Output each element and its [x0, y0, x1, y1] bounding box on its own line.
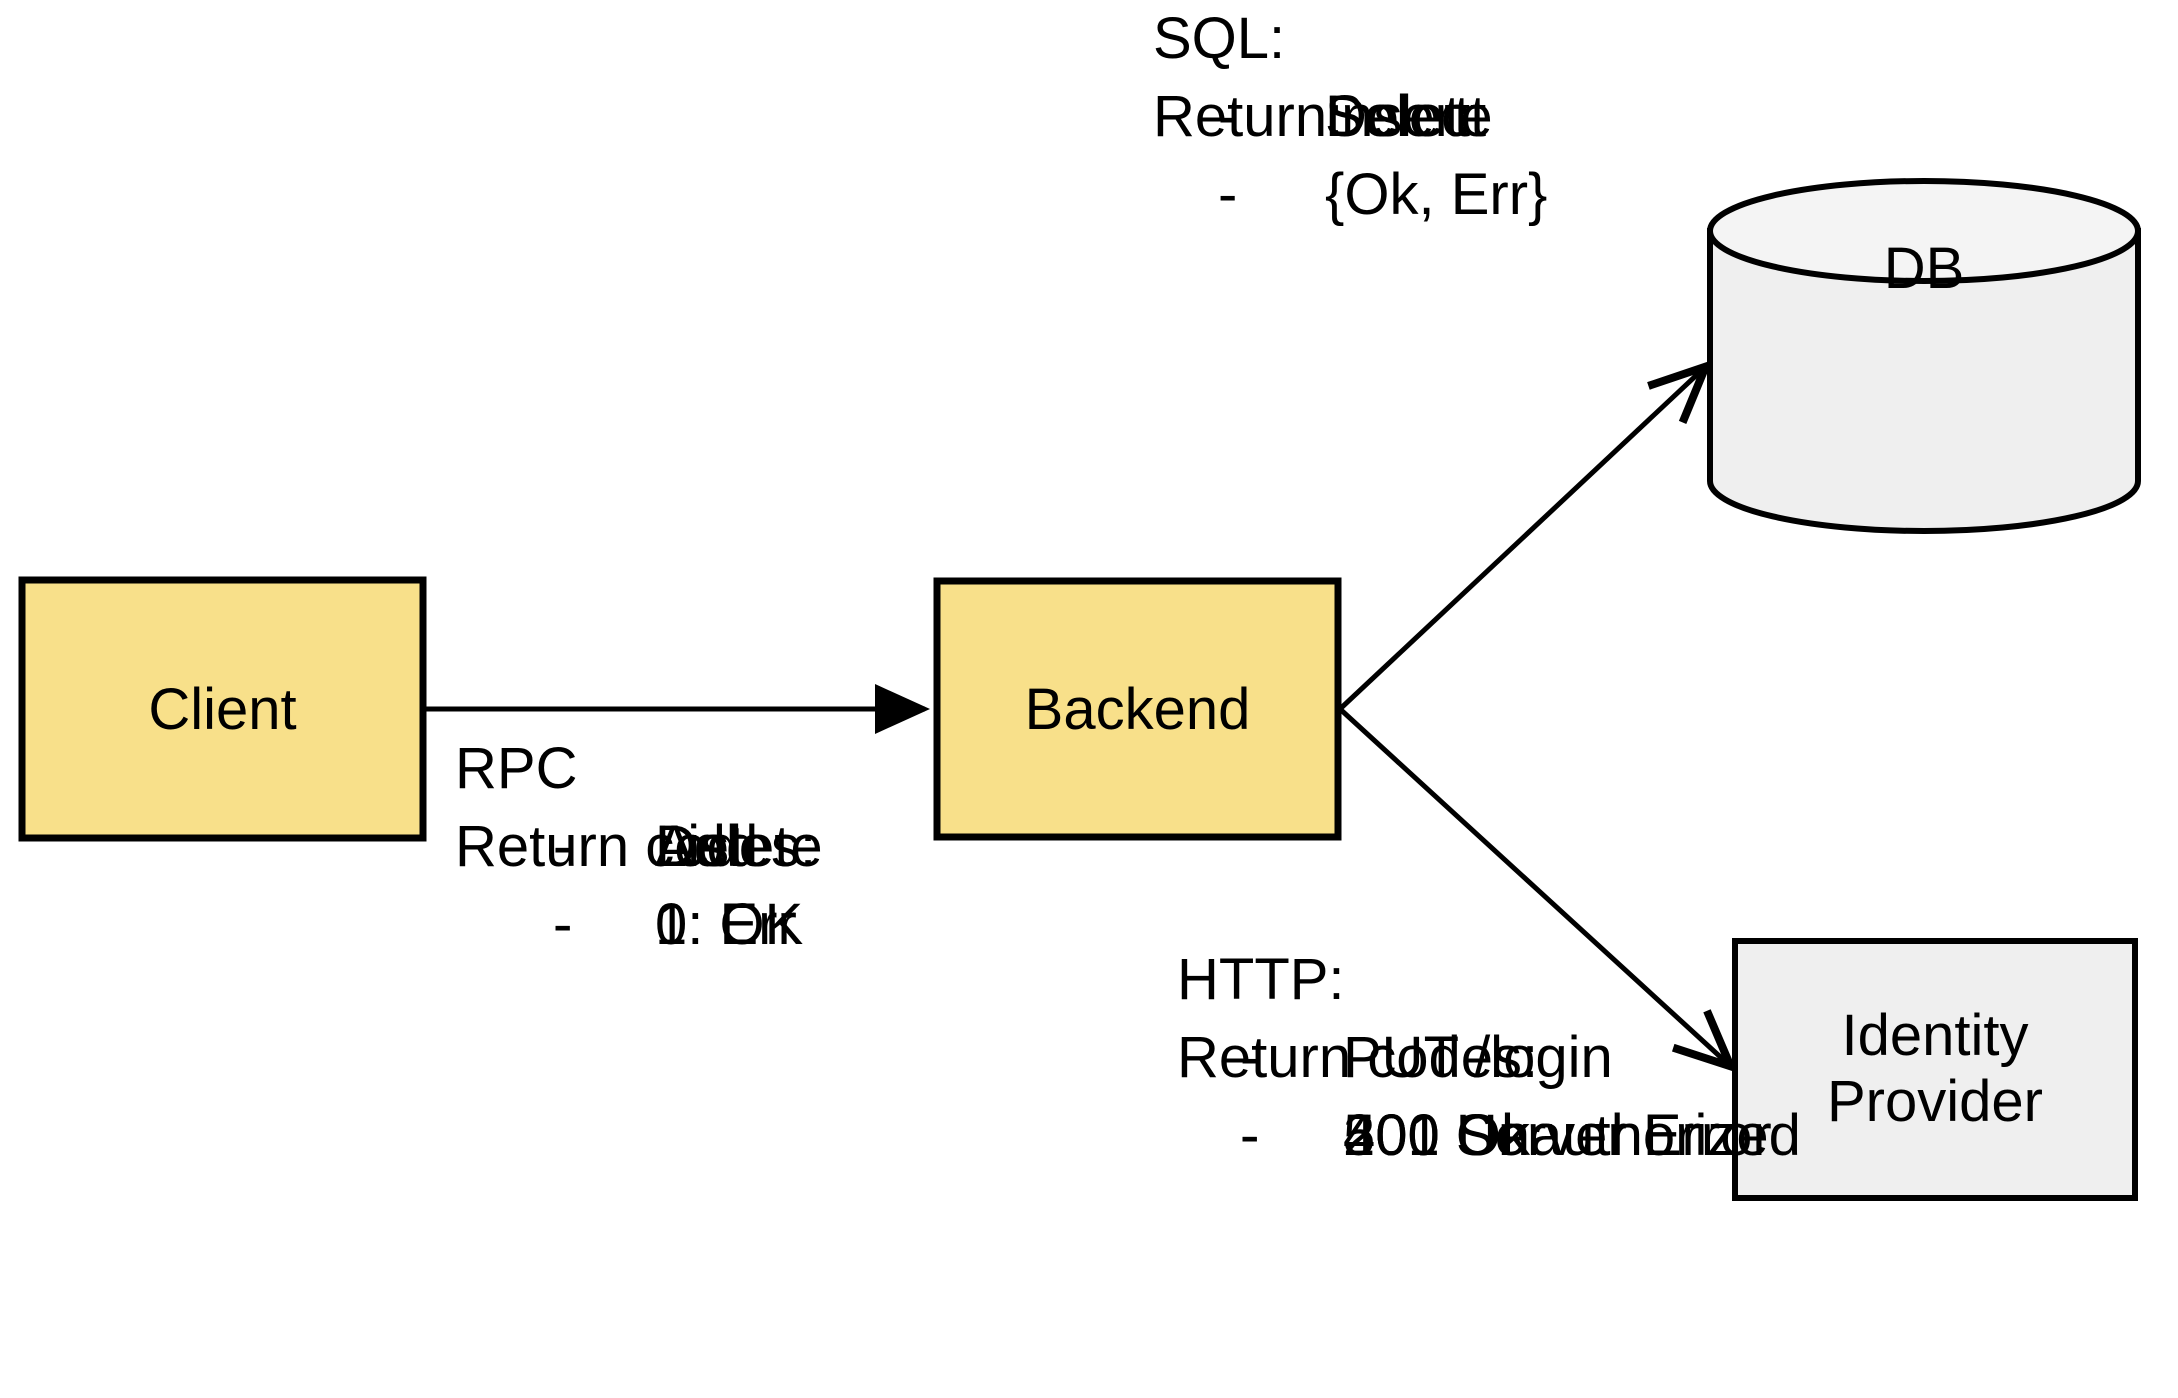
- annotation-rpc-subitem-text: 0: OK: [655, 892, 804, 957]
- annotation-http-heading: HTTP:: [1177, 947, 1345, 1012]
- annotation-rpc-heading: RPC: [455, 736, 578, 801]
- node-backend-shape[interactable]: [933, 577, 1342, 841]
- annotation-sql-item-text: Delete: [1325, 84, 1493, 149]
- node-idp-shape[interactable]: [1732, 938, 2138, 1201]
- bullet-dash-icon: -: [1218, 84, 1238, 149]
- annotation-rpc-item-text: Add: [655, 814, 759, 879]
- bullet-dash-icon: -: [1218, 84, 1238, 149]
- annotation-rpc-subitem-text: 1: Err: [655, 892, 797, 957]
- annotation-rpc: RPC - Add - List - Delete Return codes: …: [455, 730, 823, 957]
- annotation-sql: SQL: - Insert - Select - Delete Return: …: [1153, 0, 1547, 227]
- bullet-dash-icon: -: [553, 814, 573, 879]
- bullet-dash-icon: -: [553, 892, 573, 957]
- annotation-http-subheading: Return codes:: [1177, 1025, 1539, 1090]
- annotation-rpc-item-text: Delete: [655, 814, 823, 879]
- edge-backend-idp: [1338, 707, 1738, 1073]
- annotation-http-subitem-text: 200 Ok: [1343, 1103, 1530, 1168]
- bullet-dash-icon: -: [553, 814, 573, 879]
- annotation-sql-subheading: Return:: [1153, 84, 1344, 149]
- bullet-dash-icon: -: [1218, 84, 1238, 149]
- bullet-dash-icon: -: [1218, 162, 1238, 227]
- bullet-dash-icon: -: [1240, 1103, 1260, 1168]
- bullet-dash-icon: -: [553, 814, 573, 879]
- annotation-sql-subitem-text: {Ok, Err}: [1325, 162, 1548, 227]
- annotation-http-subitem-text: 500 Server Error: [1343, 1103, 1772, 1168]
- annotation-http-item-text: PUT /login: [1343, 1025, 1613, 1090]
- bullet-dash-icon: -: [1240, 1103, 1260, 1168]
- annotation-http: HTTP: - PUT /login Return codes: - 200 O…: [1177, 941, 1801, 1168]
- edge-backend-db: [1338, 359, 1713, 711]
- bullet-dash-icon: -: [1240, 1103, 1260, 1168]
- annotation-sql-heading: SQL:: [1153, 6, 1286, 71]
- annotation-sql-item-text: Select: [1325, 84, 1487, 149]
- node-db-shape[interactable]: [1707, 178, 2141, 534]
- annotation-http-subitem-text: 401 Unauthorized: [1343, 1103, 1801, 1168]
- annotation-rpc-item-text: List: [655, 814, 746, 879]
- annotation-rpc-subheading: Return codes:: [455, 814, 817, 879]
- bullet-dash-icon: -: [553, 892, 573, 957]
- bullet-dash-icon: -: [1240, 1025, 1260, 1090]
- annotation-sql-item-text: Insert: [1325, 84, 1471, 149]
- node-client-shape[interactable]: [18, 576, 427, 842]
